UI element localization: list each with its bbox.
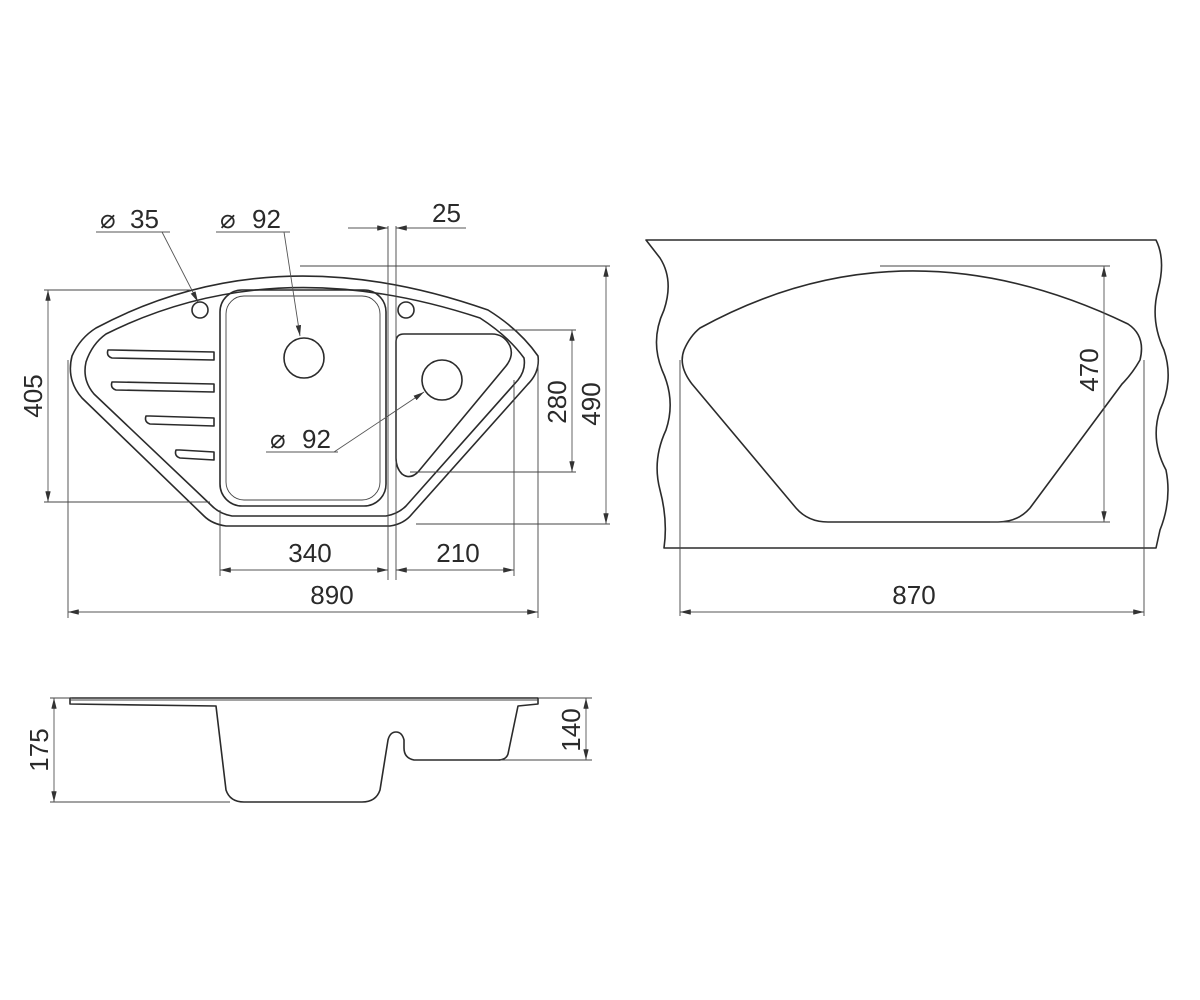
tap-hole-callout: ⌀ 35 (96, 204, 199, 303)
small-bowl-width-label: 210 (436, 538, 479, 568)
diameter-symbol: ⌀ (100, 205, 116, 235)
wall-gap-label: 25 (432, 198, 461, 228)
wall-gap-dimension: 25 (348, 198, 466, 580)
cutout-width-dimension: 870 (679, 360, 1145, 616)
main-bowl-drain (283, 337, 325, 379)
main-bowl-inner (225, 295, 381, 501)
side-main-depth-label: 175 (24, 728, 54, 771)
cutout-height-dimension: 470 (880, 265, 1110, 523)
main-drain-callout: ⌀ 92 (216, 204, 302, 337)
total-depth-dimension: 490 (300, 265, 610, 525)
side-small-depth-label: 140 (556, 708, 586, 751)
tap-hole-right (397, 301, 415, 319)
small-bowl-drain (421, 359, 463, 401)
depth-left-dimension: 405 (18, 289, 210, 503)
small-bowl-depth-dimension: 280 (410, 329, 576, 473)
small-bowl (395, 333, 513, 478)
cutout-width-label: 870 (892, 580, 935, 610)
main-bowl (219, 289, 387, 507)
tap-hole-diameter-label: 35 (130, 204, 159, 234)
depth-left-label: 405 (18, 374, 48, 417)
total-depth-label: 490 (576, 382, 606, 425)
main-drain-diameter-label: 92 (252, 204, 281, 234)
small-bowl-depth-label: 280 (542, 380, 572, 423)
tap-hole-left (191, 301, 209, 319)
countertop-outline (645, 239, 1169, 549)
sink-outer-rim (69, 275, 540, 527)
side-view: 175 140 (24, 697, 592, 803)
main-bowl-width-label: 340 (288, 538, 331, 568)
total-width-label: 890 (310, 580, 353, 610)
small-drain-callout: ⌀ 92 (266, 391, 425, 455)
sink-inner-rim (84, 286, 526, 517)
sink-side-profile (69, 697, 539, 803)
drainer-grooves (106, 349, 215, 461)
cutout-shape (681, 270, 1143, 523)
top-view: ⌀ 35 ⌀ 92 ⌀ 92 25 405 (18, 198, 610, 618)
diameter-symbol: ⌀ (220, 205, 236, 235)
cutout-height-label: 470 (1074, 348, 1104, 391)
small-drain-diameter-label: 92 (302, 424, 331, 454)
side-main-depth-dimension: 175 (24, 697, 230, 803)
bowl-width-dimensions: 340 210 (219, 380, 515, 576)
total-width-dimension: 890 (67, 360, 539, 618)
side-small-depth-dimension: 140 (500, 697, 592, 761)
cutout-view: 470 870 (645, 239, 1169, 616)
diameter-symbol: ⌀ (270, 425, 286, 455)
